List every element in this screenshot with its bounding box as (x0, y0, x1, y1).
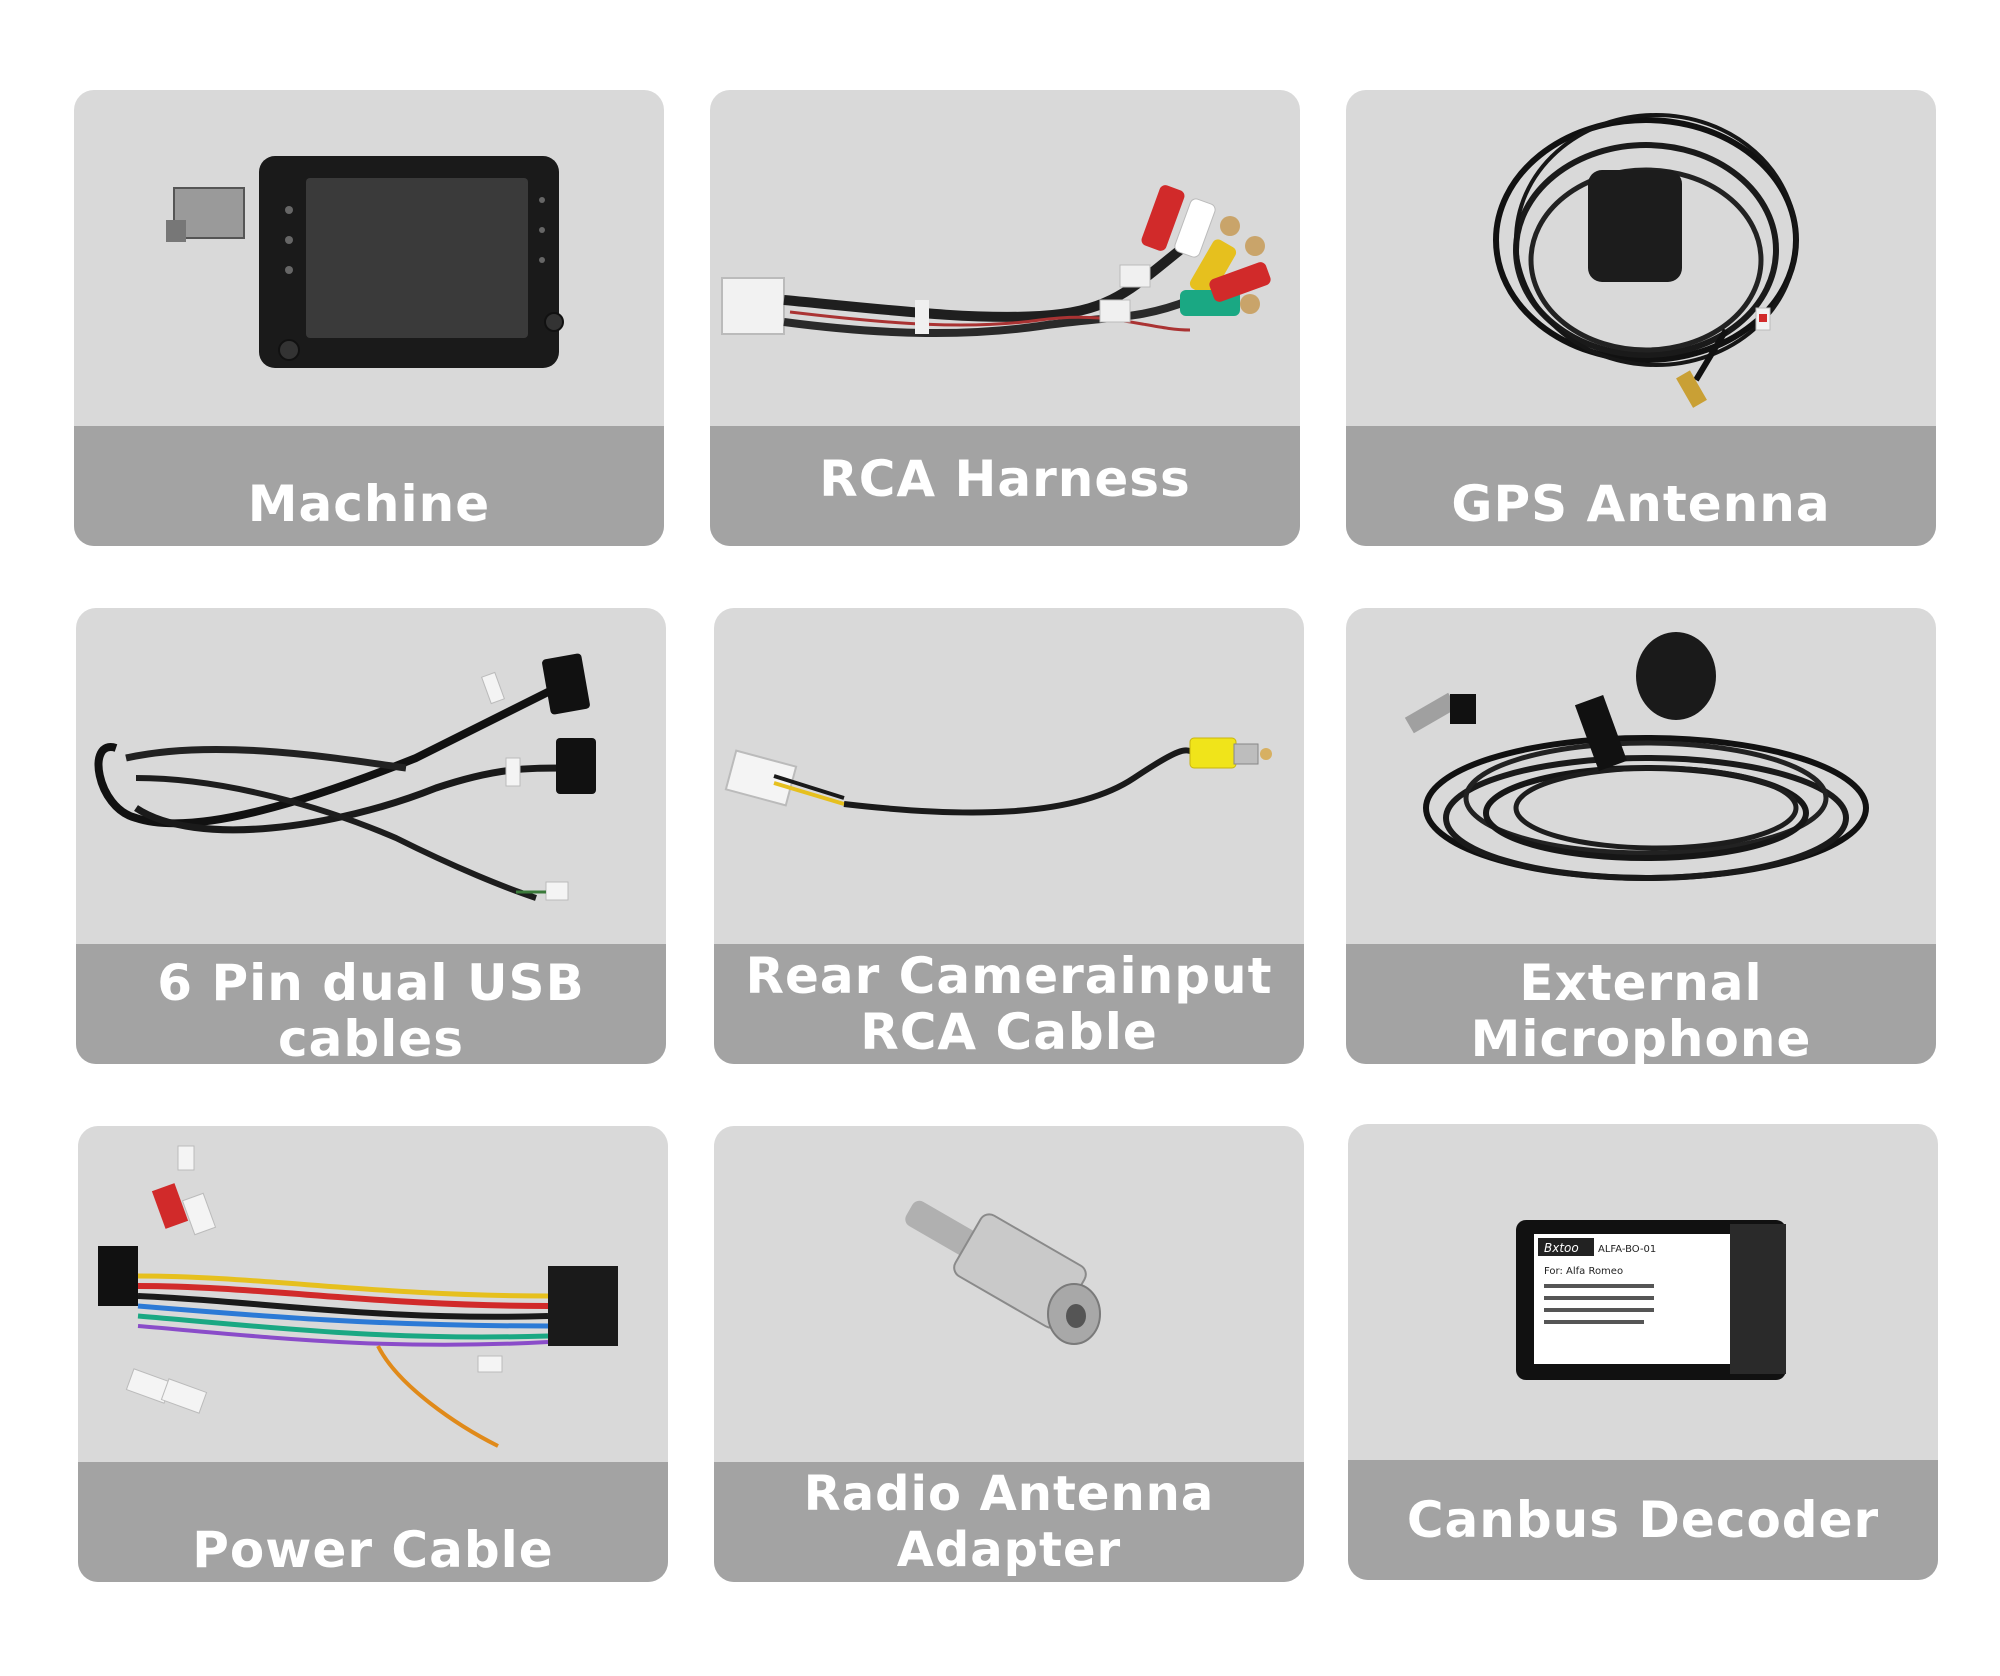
item-label-bar: Radio Antenna Adapter (714, 1462, 1304, 1582)
gps-antenna-icon (1346, 90, 1936, 426)
item-card-machine: Machine (74, 90, 664, 546)
item-label: Radio Antenna Adapter (803, 1466, 1215, 1578)
item-card-microphone: External Microphone (1346, 608, 1936, 1064)
item-card-rca-harness: RCA Harness (710, 90, 1300, 546)
rca-harness-icon (710, 90, 1300, 426)
decoder-brand: Bxtoo (1544, 1241, 1579, 1255)
item-label: Canbus Decoder (1406, 1491, 1880, 1549)
item-label-bar: External Microphone (1346, 944, 1936, 1064)
power-cable-icon (78, 1126, 668, 1462)
item-card-usb-cables: 6 Pin dual USB cables (76, 608, 666, 1064)
item-card-canbus-decoder: Bxtoo ALFA-BO-01 For: Alfa Romeo Canbus … (1348, 1124, 1938, 1580)
decoder-model: ALFA-BO-01 (1598, 1244, 1656, 1255)
usb-cable-icon (76, 608, 666, 944)
item-label-bar: Power Cable (78, 1462, 668, 1582)
item-label-bar: RCA Harness (710, 426, 1300, 546)
item-label-bar: Canbus Decoder (1348, 1460, 1938, 1580)
item-label-bar: 6 Pin dual USB cables (76, 944, 666, 1064)
item-label-bar: Machine (74, 426, 664, 546)
item-label: External Microphone (1470, 954, 1812, 1064)
decoder-for-text: For: Alfa Romeo (1544, 1266, 1623, 1277)
item-label: Machine (247, 475, 491, 533)
item-label: Rear Camerainput RCA Cable (745, 947, 1273, 1061)
camera-rca-cable-icon (714, 608, 1304, 944)
item-label: RCA Harness (819, 450, 1191, 508)
item-card-antenna-adapter: Radio Antenna Adapter (714, 1126, 1304, 1582)
item-label: Power Cable (192, 1521, 554, 1579)
item-label: 6 Pin dual USB cables (157, 954, 585, 1064)
item-label: GPS Antenna (1451, 475, 1831, 533)
microphone-icon (1346, 608, 1936, 944)
car-head-unit-icon (74, 90, 664, 426)
item-label-bar: Rear Camerainput RCA Cable (714, 944, 1304, 1064)
item-card-power-cable: Power Cable (78, 1126, 668, 1582)
canbus-decoder-icon: Bxtoo ALFA-BO-01 For: Alfa Romeo (1348, 1124, 1938, 1460)
item-card-gps-antenna: GPS Antenna (1346, 90, 1936, 546)
item-label-bar: GPS Antenna (1346, 426, 1936, 546)
antenna-adapter-icon (714, 1126, 1304, 1462)
item-card-camera-rca-cable: Rear Camerainput RCA Cable (714, 608, 1304, 1064)
